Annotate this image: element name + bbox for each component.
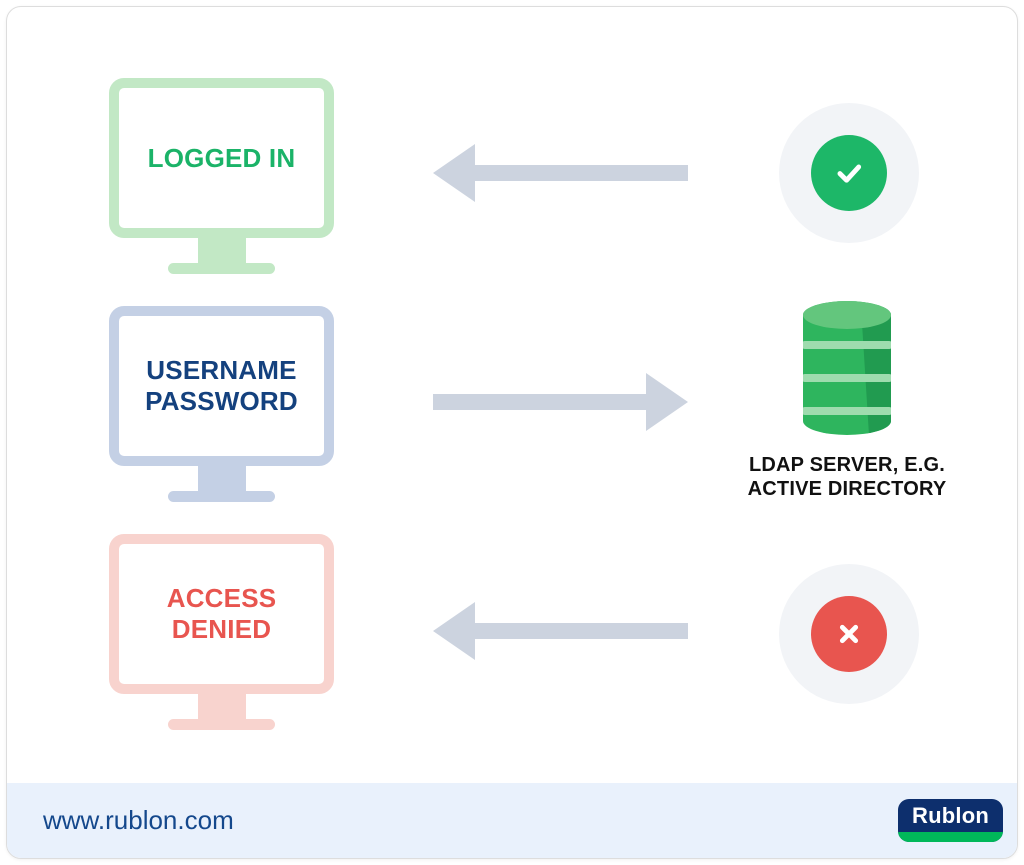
failure-badge [779, 564, 919, 704]
monitor-base [168, 719, 275, 730]
access-label: ACCESS [166, 583, 277, 613]
ldap-server-label: LDAP SERVER, E.G. ACTIVE DIRECTORY [723, 453, 971, 501]
ldap-server-label-line1: LDAP SERVER, E.G. [748, 454, 946, 476]
ldap-server-label-line2: ACTIVE DIRECTORY [747, 478, 947, 500]
monitor-screen: USERNAME PASSWORD [109, 306, 334, 466]
monitor-base [168, 491, 275, 502]
website-url-link[interactable]: www.rublon.com [43, 805, 234, 835]
success-badge [779, 103, 919, 243]
x-icon [811, 596, 887, 672]
arrow-left-icon [433, 602, 688, 660]
footer: www.rublon.com Rublon [7, 783, 1017, 858]
monitor-base [168, 263, 275, 274]
username-label: USERNAME [146, 355, 297, 385]
monitor-screen: LOGGED IN [109, 78, 334, 238]
rublon-logo-text: Rublon [912, 802, 989, 828]
monitor-stand [197, 237, 246, 263]
arrow-right-icon [433, 373, 688, 431]
access-denied-monitor: ACCESS DENIED [109, 534, 334, 730]
database-icon [803, 301, 891, 435]
monitor-stand [197, 693, 246, 719]
password-label: PASSWORD [145, 386, 298, 416]
monitor-stand [197, 465, 246, 491]
ldap-auth-flow-diagram: LOGGED IN USERNAME PASSWORD [7, 7, 1017, 779]
denied-label: DENIED [171, 614, 272, 644]
credentials-monitor: USERNAME PASSWORD [109, 306, 334, 502]
checkmark-icon [811, 135, 887, 211]
rublon-logo: Rublon [898, 799, 1003, 842]
infographic-card: LOGGED IN USERNAME PASSWORD [6, 6, 1018, 859]
rublon-logo-green-strip [898, 832, 1003, 842]
arrow-left-icon [433, 144, 688, 202]
logged-in-monitor: LOGGED IN [109, 78, 334, 274]
monitor-screen: ACCESS DENIED [109, 534, 334, 694]
logged-in-label: LOGGED IN [147, 142, 296, 173]
